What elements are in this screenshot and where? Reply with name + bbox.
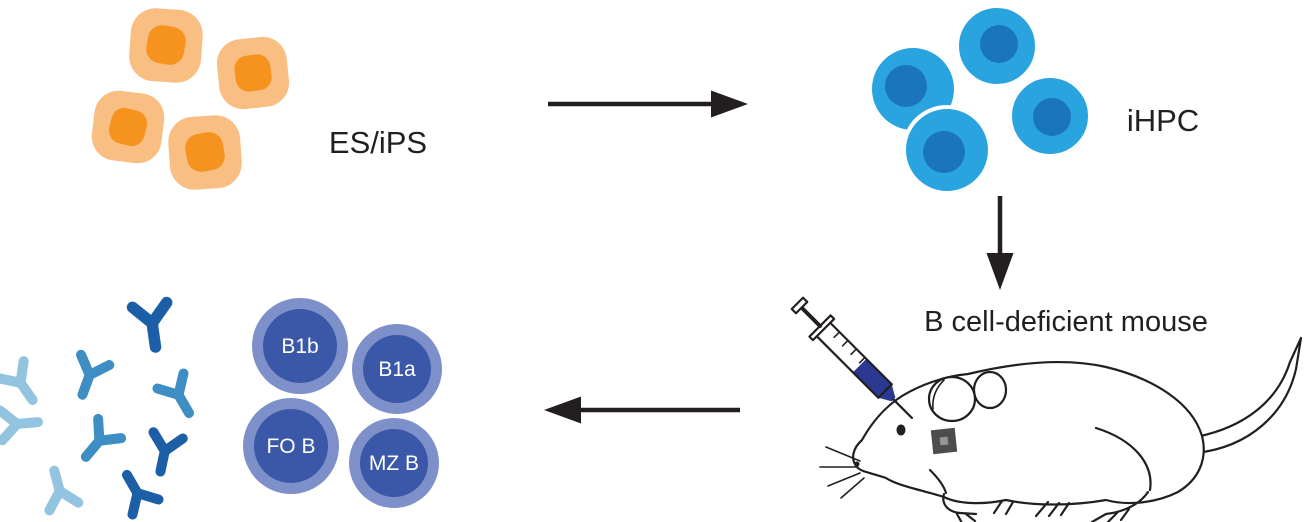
fob-cell-inner	[254, 409, 328, 483]
antibody-y-icon	[0, 361, 45, 409]
antibody-cluster	[0, 303, 202, 515]
arrow-left-head	[544, 396, 581, 424]
mouse-nose-icon	[854, 461, 860, 467]
ihpc-cell-nucleus-icon	[923, 131, 965, 173]
es-cell-nucleus-icon	[185, 132, 225, 172]
es-cell-nuclei	[108, 25, 272, 172]
es-ips-label: ES/iPS	[329, 125, 427, 160]
es-ips-cell-cluster	[91, 8, 290, 190]
es-cell-nucleus-icon	[146, 25, 186, 65]
b1a-cell-label: B1a	[378, 358, 416, 381]
mouse-ear-inner-line	[932, 379, 945, 410]
es-cell-nucleus-icon	[108, 107, 148, 147]
ihpc-cell-nucleus-icon	[885, 65, 927, 107]
fob-cell-label: FO B	[266, 435, 315, 458]
b-cell-cluster: B1b B1a FO B MZ B	[243, 298, 442, 508]
mouse-legs	[928, 426, 1152, 522]
antibody-y-icon	[133, 303, 173, 350]
es-cell-nucleus-icon	[234, 54, 272, 92]
antibody-y-icon	[74, 419, 121, 467]
mouse-ear-far-icon	[972, 370, 1008, 410]
b1b-cell-inner	[263, 309, 337, 383]
syringe-icon	[790, 296, 914, 420]
mzb-cell-inner	[360, 429, 428, 497]
syringe-tip	[878, 384, 896, 402]
antibody-y-icon	[146, 432, 183, 474]
antibody-y-icon	[0, 407, 39, 440]
b1a-cell-inner	[363, 335, 431, 403]
mouse-eye-icon	[896, 424, 906, 436]
ihpc-cell-nuclei	[885, 25, 1071, 173]
antibody-group-light	[0, 361, 78, 510]
b-cell-inner-cores	[254, 309, 431, 497]
syringe-plunger-rod	[799, 305, 822, 328]
mzb-cell-label: MZ B	[369, 452, 419, 475]
antibody-y-icon	[114, 467, 158, 514]
syringe-liquid	[852, 358, 892, 398]
arrow-right-head	[711, 90, 748, 118]
mouse-label: B cell-deficient mouse	[924, 306, 1208, 338]
patch-center	[939, 436, 949, 446]
syringe-needle	[892, 398, 914, 420]
arrow-down-icon	[986, 196, 1014, 290]
ihpc-cell-nucleus-icon	[980, 25, 1018, 63]
syringe-plunger-cap	[790, 296, 809, 315]
arrow-right-icon	[548, 90, 748, 118]
ihpc-cell-cluster	[868, 4, 1092, 195]
mouse-tail	[1194, 336, 1303, 455]
antibody-group-medium	[68, 355, 202, 467]
injection-patch-icon	[930, 427, 958, 455]
b1b-cell-label: B1b	[281, 335, 318, 358]
antibody-y-icon	[68, 355, 109, 400]
syringe-graduation-ticks	[833, 331, 866, 364]
arrow-down-head	[986, 253, 1014, 290]
mouse-illustration	[790, 296, 1303, 522]
mouse-whiskers	[819, 446, 865, 499]
antibody-y-icon	[158, 374, 202, 421]
mouse-ear-near-icon	[927, 375, 977, 423]
ihpc-label: iHPC	[1127, 103, 1199, 138]
antibody-group-dark	[114, 303, 183, 515]
arrow-left-icon	[544, 396, 740, 424]
antibody-y-icon	[40, 467, 79, 511]
ihpc-cell-nucleus-icon	[1033, 98, 1071, 136]
